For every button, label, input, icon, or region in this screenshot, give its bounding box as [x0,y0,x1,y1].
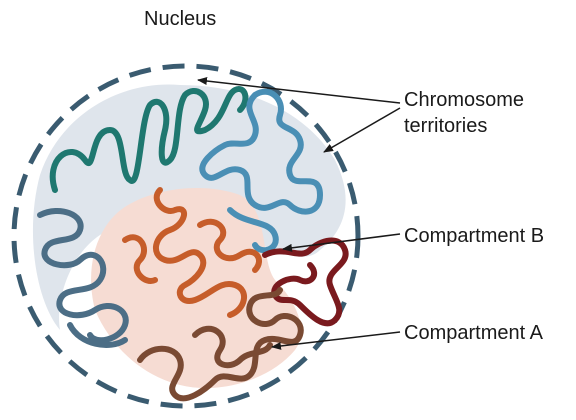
label-compartment-b: Compartment B [404,224,544,248]
arrow-to-blue-territory [324,108,400,152]
label-compartment-a: Compartment A [404,321,543,345]
label-chromosome-territories-line1: Chromosome [404,88,524,112]
nucleus-title: Nucleus [144,7,216,31]
label-chromosome-territories-line2: territories [404,114,487,138]
